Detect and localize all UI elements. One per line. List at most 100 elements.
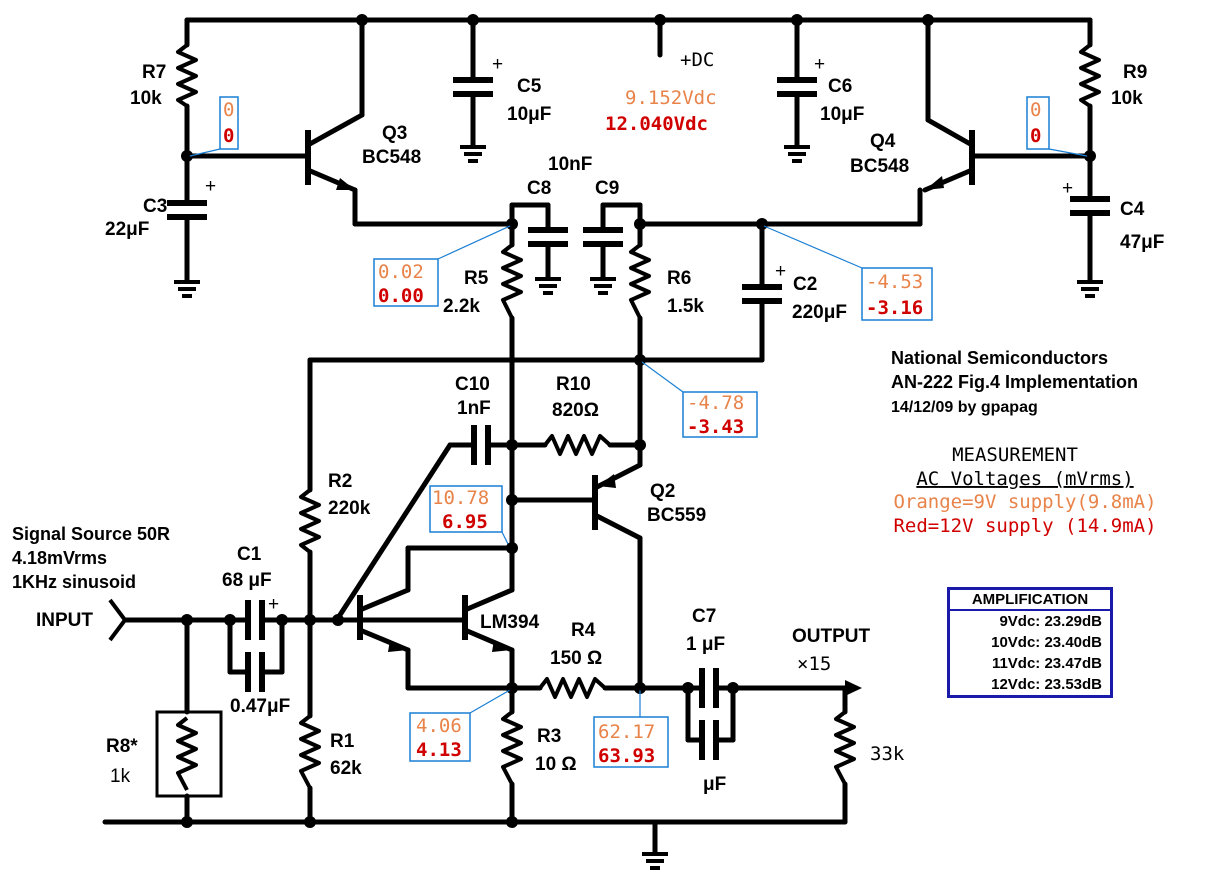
r2-name: R2 xyxy=(328,471,352,492)
c5-name: C5 xyxy=(517,76,542,97)
meas-emitter-orange: 4.06 xyxy=(416,715,462,737)
capacitor-c4 xyxy=(1070,196,1110,298)
source-line2: 4.18mVrms xyxy=(12,548,107,568)
legend-orange: Orange=9V supply(9.8mA) xyxy=(893,491,1156,513)
capacitor-c6 xyxy=(777,17,817,163)
meas-out-orange: 62.17 xyxy=(598,721,655,743)
c1b-value: 0.47μF xyxy=(230,696,290,717)
r4-name: R4 xyxy=(571,620,596,641)
r4-value: 150 Ω xyxy=(550,648,602,669)
meas-q2-orange: 10.78 xyxy=(432,487,489,509)
c3-name: C3 xyxy=(143,196,167,217)
resistor-r4 xyxy=(509,677,643,699)
r2-value: 220k xyxy=(328,498,371,519)
c5-value: 10μF xyxy=(507,104,551,125)
capacitor-c8 xyxy=(509,202,568,295)
r7-name: R7 xyxy=(142,62,166,83)
capacitor-c1 xyxy=(227,600,313,692)
meas-out-red: 63.93 xyxy=(598,745,655,767)
output-label: OUTPUT xyxy=(792,626,871,647)
meas-right-base-orange: 0 xyxy=(1030,99,1041,121)
r6-value: 1.5k xyxy=(667,296,704,317)
output-gain: ×15 xyxy=(797,653,831,675)
resistor-r10 xyxy=(509,434,643,456)
q2-value: BC559 xyxy=(647,505,706,526)
r7-value: 10k xyxy=(130,88,162,109)
capacitor-c7 xyxy=(637,668,848,760)
supply-9v: 9.152Vdc xyxy=(625,87,717,109)
legend-title: MEASUREMENT xyxy=(952,444,1078,466)
c1-value: 68 μF xyxy=(222,570,272,591)
r1-name: R1 xyxy=(330,731,355,752)
c3-value: 22μF xyxy=(105,219,149,240)
r3-value: 10 Ω xyxy=(535,754,577,775)
c2-name: C2 xyxy=(793,274,817,295)
r9-name: R9 xyxy=(1123,62,1147,83)
amplification-row: 10Vdc: 23.40dB xyxy=(991,634,1102,651)
c9-name: C9 xyxy=(595,178,619,199)
input-terminal xyxy=(108,598,243,642)
meas-r6-orange: -4.78 xyxy=(687,392,744,414)
meas-left-base-orange: 0 xyxy=(223,99,234,121)
meas-emitter-red: 4.13 xyxy=(416,739,462,761)
r6-name: R6 xyxy=(667,268,691,289)
credits-line2: AN-222 Fig.4 Implementation xyxy=(891,372,1138,392)
svg-text:+: + xyxy=(814,54,825,75)
supply-12v: 12.040Vdc xyxy=(605,113,708,135)
c6-value: 10μF xyxy=(820,104,864,125)
meas-c8-orange: 0.02 xyxy=(378,261,424,283)
c8c9-value: 10nF xyxy=(548,154,592,175)
resistor-r7 xyxy=(176,17,198,203)
svg-text:+: + xyxy=(1062,178,1073,199)
transistor-q2 xyxy=(509,442,643,691)
svg-text:+: + xyxy=(268,594,279,615)
top-rail xyxy=(184,14,1093,58)
source-line1: Signal Source 50R xyxy=(12,524,170,544)
c4-value: 47μF xyxy=(1120,232,1164,253)
svg-text:+: + xyxy=(205,176,216,197)
supply-label: +DC xyxy=(680,49,714,71)
resistor-r5 xyxy=(501,243,523,551)
q3-value: BC548 xyxy=(362,147,421,168)
capacitor-c2 xyxy=(637,221,782,363)
q2-name: Q2 xyxy=(650,481,675,502)
source-line3: 1KHz sinusoid xyxy=(12,572,136,592)
r10-name: R10 xyxy=(556,374,591,395)
load-value: 33k xyxy=(870,743,905,765)
amplification-row: 12Vdc: 23.53dB xyxy=(991,676,1102,693)
credits-line3: 14/12/09 by gpapag xyxy=(891,399,1038,416)
resistor-r1 xyxy=(299,714,321,825)
amplification-row: 11Vdc: 23.47dB xyxy=(991,655,1102,672)
meas-c2-orange: -4.53 xyxy=(866,271,923,293)
amplification-title: AMPLIFICATION xyxy=(950,590,1110,611)
meas-left-base-red: 0 xyxy=(223,125,234,147)
capacitor-c3 xyxy=(167,200,207,298)
meas-r6-red: -3.43 xyxy=(687,416,744,438)
c2-value: 220μF xyxy=(792,302,847,323)
c7-value: 1 μF xyxy=(686,634,725,655)
c10-value: 1nF xyxy=(457,398,491,419)
c6-name: C6 xyxy=(828,76,852,97)
output-arrow-icon xyxy=(845,680,862,696)
ground-icon xyxy=(640,852,670,870)
c7b-value: μF xyxy=(703,774,726,795)
amplification-table: AMPLIFICATION 9Vdc: 23.29dB 10Vdc: 23.40… xyxy=(947,587,1113,698)
meas-c8-red: 0.00 xyxy=(378,285,424,307)
legend-subtitle: AC Voltages (mVrms) xyxy=(916,468,1133,490)
legend-red: Red=12V supply (14.9mA) xyxy=(893,515,1156,537)
capacitor-c5 xyxy=(453,17,493,163)
meas-q2-red: 6.95 xyxy=(442,511,488,533)
r8-value: 1k xyxy=(110,766,131,787)
lm394-name: LM394 xyxy=(480,612,540,633)
r9-value: 10k xyxy=(1111,88,1143,109)
r10-value: 820Ω xyxy=(552,400,599,421)
credits-line1: National Semiconductors xyxy=(891,348,1108,368)
resistor-r3 xyxy=(501,685,523,825)
r5-name: R5 xyxy=(464,268,489,289)
c8-name: C8 xyxy=(527,178,551,199)
capacitor-c10 xyxy=(335,425,515,621)
amplification-row: 9Vdc: 23.29dB xyxy=(999,613,1102,630)
svg-text:+: + xyxy=(775,261,786,282)
transistor-q4 xyxy=(637,17,975,227)
